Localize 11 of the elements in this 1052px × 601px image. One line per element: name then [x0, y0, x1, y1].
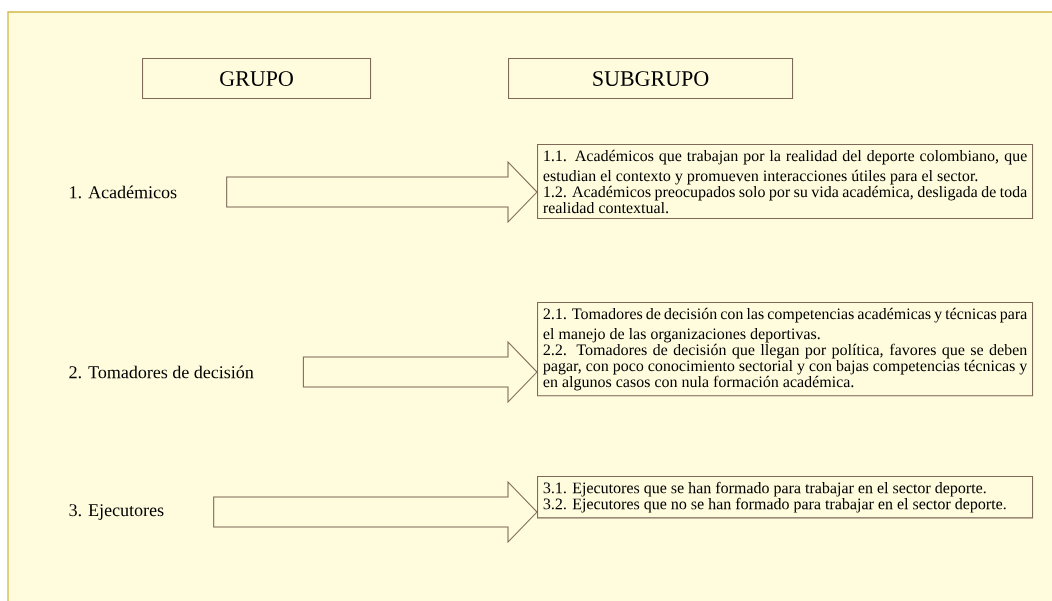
group-label: 1. Académicos — [70, 185, 177, 199]
subgroup-box: 3.1. Ejecutores que se han formado para trabajar en el sector deporte. 3.2. Ejecutores que no se han formado para trabajar en el sector deporte. — [537, 476, 1034, 519]
group-label: 2. Tomadores de decisión — [69, 365, 254, 379]
group-label: 3. Ejecutores — [69, 504, 164, 520]
header-box: SUBGRUPO — [508, 58, 794, 100]
block-arrow — [302, 340, 538, 404]
subgroup-box: 1.1. Académicos que trabajan por la realidad del deporte colombiano, que estudian el contexto y promueven interacciones útiles para el sector. 1.2. Académicos preocupados solo por su vida académica, desligada de toda realidad contextual. — [537, 144, 1034, 220]
block-arrow — [213, 480, 538, 544]
header-box: GRUPO — [142, 58, 372, 100]
subgroup-box: 2.1. Tomadores de decisión con las competencias académicas y técnicas para el manejo de las organizaciones deportivas. 2.2. Tomadores de decisión que llegan por política, favores que se deben pagar, con poco conocimiento sectorial y con bajas competencias técnicas y en algunos casos con nula formación académica. — [537, 302, 1034, 397]
block-arrow — [226, 160, 538, 224]
